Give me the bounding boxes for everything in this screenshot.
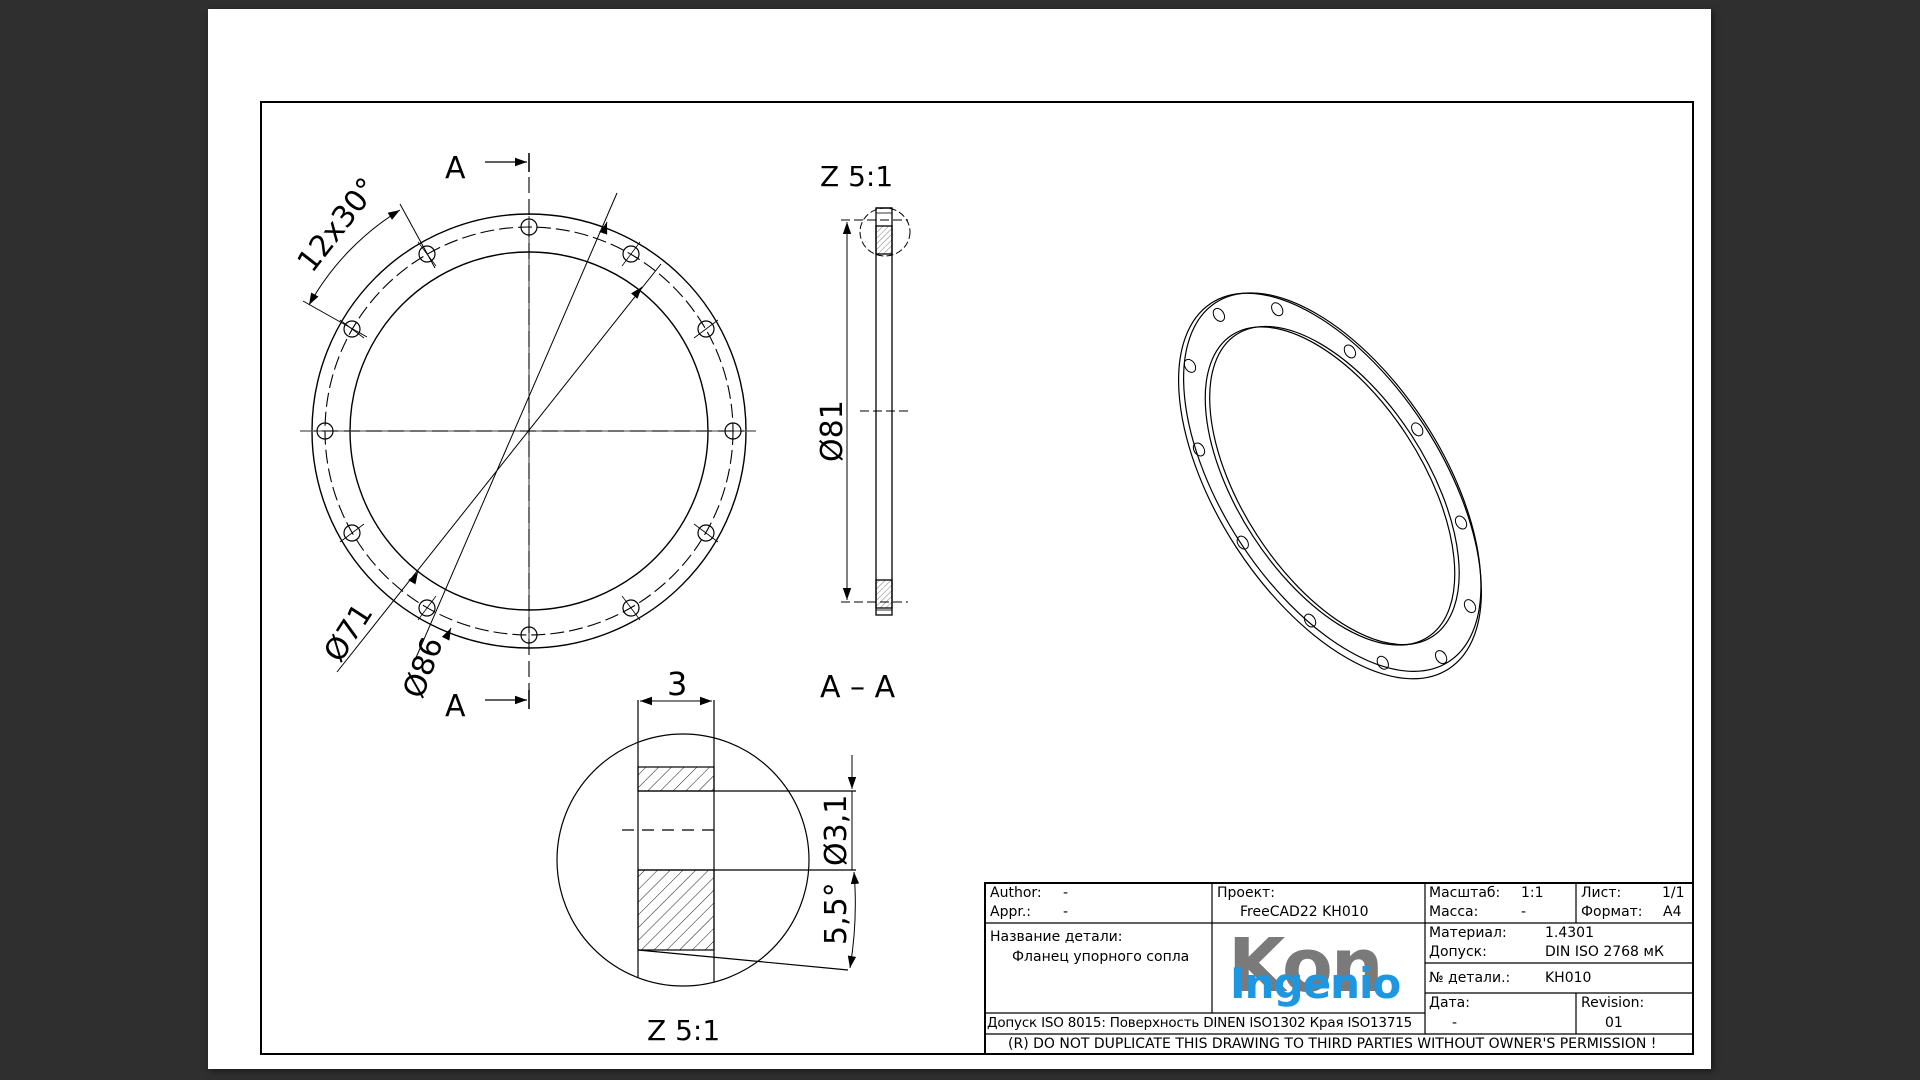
author-value: - xyxy=(1063,885,1069,901)
tolerance-label: Допуск: xyxy=(1429,944,1487,960)
dim-section-diameter: Ø81 xyxy=(815,400,850,462)
project-value: FreeCAD22 KH010 xyxy=(1240,904,1369,920)
dim-inner-diameter: Ø71 xyxy=(317,597,380,668)
company-logo: Kon Ingenio xyxy=(1214,925,1424,1013)
dim-outer-diameter: Ø86 xyxy=(397,633,451,703)
revision-label: Revision: xyxy=(1581,995,1645,1011)
part-number-label: № детали.: xyxy=(1429,970,1511,986)
dim-angle: 5,5° xyxy=(819,882,854,945)
appr-value: - xyxy=(1063,904,1069,920)
front-view xyxy=(300,153,760,709)
material-value: 1.4301 xyxy=(1545,925,1594,941)
drawing-frame xyxy=(260,101,1694,1055)
part-number-value: KH010 xyxy=(1545,970,1592,986)
title-block-grid xyxy=(984,882,1694,1055)
sheet-value: 1/1 xyxy=(1662,885,1685,901)
detail-view xyxy=(556,696,860,987)
format-label: Формат: xyxy=(1581,904,1643,920)
standards-note: Допуск ISO 8015: Поверхность DINEN ISO13… xyxy=(987,1015,1412,1031)
mass-value: - xyxy=(1521,904,1527,920)
detail-label-z: Z 5:1 xyxy=(820,160,893,193)
author-label: Author: xyxy=(990,885,1042,901)
scale-value: 1:1 xyxy=(1521,885,1544,901)
disclaimer-note: (R) DO NOT DUPLICATE THIS DRAWING TO THI… xyxy=(1008,1036,1657,1052)
section-label-a-bottom: A xyxy=(445,689,466,724)
part-name-value: Фланец упорного сопла xyxy=(1012,949,1190,965)
logo-kon-text: Kon xyxy=(1228,925,1384,1009)
section-title-a-a: A – A xyxy=(820,670,896,705)
drawing-sheet xyxy=(208,9,1711,1069)
part-name-label: Название детали: xyxy=(990,929,1123,945)
sheet-label: Лист: xyxy=(1581,885,1622,901)
scale-label: Масштаб: xyxy=(1429,885,1501,901)
detail-title-z: Z 5:1 xyxy=(647,1014,720,1047)
appr-label: Appr.: xyxy=(990,904,1031,920)
isometric-view xyxy=(1178,292,1482,680)
date-value: - xyxy=(1452,1015,1458,1031)
mass-label: Масса: xyxy=(1429,904,1479,920)
dim-thickness: 3 xyxy=(667,665,687,703)
dim-hole-diameter: Ø3,1 xyxy=(819,795,854,866)
format-value: A4 xyxy=(1663,904,1682,920)
section-label-a-top: A xyxy=(445,151,466,186)
material-label: Материал: xyxy=(1429,925,1507,941)
revision-value: 01 xyxy=(1605,1015,1623,1031)
logo-ingenio-text: Ingenio xyxy=(1230,959,1401,1008)
project-label: Проект: xyxy=(1217,885,1275,901)
tolerance-value: DIN ISO 2768 мК xyxy=(1545,944,1664,960)
section-view xyxy=(841,207,911,616)
date-label: Дата: xyxy=(1429,995,1470,1011)
